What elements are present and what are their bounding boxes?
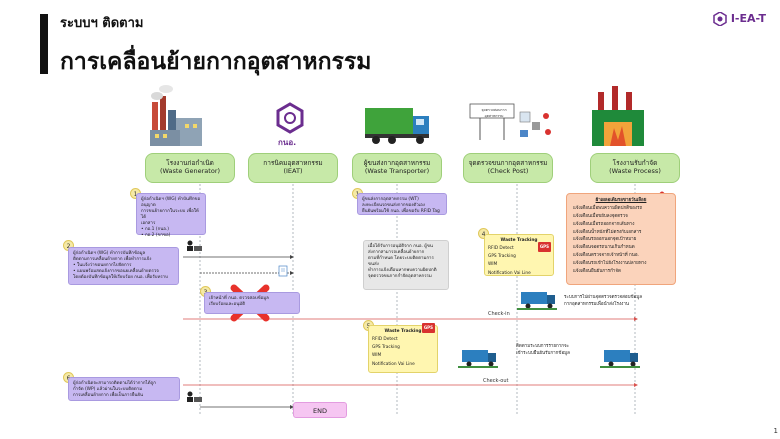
alert-item: แจ้งเตือนเมื่อรถออกจากเส้นทาง [573, 221, 635, 227]
info-line: กากอุตสาหกรรมเพื่อนำส่งโรงงาน [564, 302, 629, 308]
note-line: • กอ.2 (ขาขอ) [141, 232, 171, 238]
note-line: ผู้ขนส่งกากอุตสาหกรรม (WT) [362, 197, 419, 202]
logo-text: I-EA-T [730, 12, 766, 25]
lane-th: โรงงานรับกำจัด [612, 159, 658, 167]
checkpost-icon [469, 103, 551, 140]
lane-en: (Check Post) [487, 167, 529, 176]
note-line: เอกสาร [141, 220, 156, 226]
note-line: • ในแจ้งว่าขอนยกากไปจัดการ [73, 262, 132, 268]
tracking-title: Waste Tracking [384, 329, 422, 334]
note-line: กำจัด (WP) แล้วผ่านในระบบติดตาม [73, 386, 143, 392]
document-icon [278, 265, 288, 277]
note-line: ส่งกากสามารถเคลื่อนย้ายกาก [368, 249, 425, 255]
alert-list-title: ผ้าเผลอเดิมรอขายวันเลือย [595, 198, 647, 203]
note-line: ผู้ก่อกำเนิดฯ (WG) ทำบันทึกขออนุญาต [141, 197, 201, 208]
note-line: ยืนยันพร้อมใช้ กนอ. เพื่อขอรับ RFID Tag [362, 208, 440, 214]
alert-list-panel: ผ้าเผลอเดิมรอขายวันเลือย แจ้งเตือนเมื่อพ… [566, 193, 676, 285]
alert-item: แจ้งเตือนตรวจจากเจ้าหน้าที่ กนอ. [573, 253, 639, 259]
checkout-truck-icon-2 [600, 350, 640, 368]
note-step-3: เจ้าหน้าที่ กนอ. ตรวจสอบข้อมูล เรียบร้อย… [204, 292, 300, 314]
checkout-label: Check-out [483, 378, 509, 384]
lane-en: (IEAT) [283, 167, 303, 176]
alert-item: แจ้งเตือนน้ำหนักที่ไม่ตรงกับเอกสาร [573, 229, 642, 235]
note-line: การขนย้ายกากในระบบ เพื่อให้ได้ [141, 208, 199, 220]
tracking-title: Waste Tracking [500, 238, 538, 243]
info-line: ระบบการไปผ่านจุดตรวจตรวจสอบข้อมูล [564, 295, 642, 300]
info-line: เข้าระบบยืนยันรับกากข้อมูล [516, 351, 570, 357]
factory-icon [150, 85, 202, 146]
note-line: ตามที่กำหนด โดยระบบติดตามการขนส่ง [368, 255, 434, 267]
tracking-item: RFID Detect [372, 337, 398, 343]
alert-item: แจ้งเตือนรถออกนอกจุดเป้าหมาย [573, 237, 637, 243]
incinerator-icon [592, 86, 644, 146]
ieat-org-logo: กนอ. [276, 102, 304, 147]
note-step-1: ผู้ก่อกำเนิดฯ (WG) ทำบันทึกขออนุญาต การข… [136, 193, 206, 238]
note-transporter-register: ผู้ขนส่งกากอุตสาหกรรม (WT) ลงทะเบียนรถขน… [357, 193, 447, 215]
note-line: ผู้ก่อกำเนิดจะสามารถติดตามได้ว่ากากได้ถู… [73, 381, 156, 386]
lane-en: (Waste Process) [609, 167, 661, 176]
note-transporter-move: เมื่อได้รับการอนุมัติจาก กนอ. ผู้ขน ส่งก… [363, 240, 449, 290]
truck-icon [365, 108, 429, 144]
person-desk-icon-1 [187, 240, 202, 251]
alert-item: แจ้งเตือนรถเข้าไปยังโรงงานปลายทาง [573, 261, 647, 266]
gps-badge: GPS [537, 242, 551, 252]
lane-th: โรงงานก่อกำเนิด [166, 159, 214, 167]
lane-header-generator: โรงงานก่อกำเนิด (Waste Generator) [145, 153, 235, 183]
lane-th: จุดตรวจขนกากอุตสาหกรรม [468, 159, 548, 167]
note-line: ผู้ก่อกำเนิดฯ (WG) ทำการบันทึกข้อมูล [73, 251, 146, 256]
note-line: ลงทะเบียนรถขนส่งกากของตัวเอง [362, 202, 425, 208]
note-line: • กอ.1 (กนอ.) [141, 226, 169, 232]
alert-item: แจ้งเตือนเมื่อขยับลงจุดตรวจ [573, 213, 628, 219]
note-line: โดยต้องบันทึกข้อมูลให้เรียบร้อย กนอ. เพื… [73, 274, 168, 280]
svg-text:กนอ.: กนอ. [278, 138, 296, 147]
note-step-6: ผู้ก่อกำเนิดจะสามารถติดตามได้ว่ากากได้ถู… [68, 377, 180, 401]
tracking-item: GPS Tracking [372, 345, 400, 351]
lane-header-transporter: ผู้ขนส่งกากอุตสาหกรรม (Waste Transporter… [352, 153, 442, 183]
gps-badge: GPS [421, 323, 435, 333]
note-line: เจ้าหน้าที่ กนอ. ตรวจสอบข้อมูล [209, 296, 269, 301]
tracking-item: WIM [372, 353, 382, 359]
note-line: เมื่อได้รับการอนุมัติจาก กนอ. ผู้ขน [368, 244, 433, 249]
tracking-box-checkpost: Waste Tracking RFID Detect GPS Tracking … [484, 234, 554, 276]
alert-item: แจ้งเตือนจอดรถนานเกินกำหนด [573, 245, 635, 251]
note-line: การเคลื่อนย้ายกาก เพื่อเป็นการยืนยัน [73, 392, 143, 398]
page-number: 1 [773, 427, 778, 435]
lane-header-ieat: การนิคมอุตสาหกรรม (IEAT) [248, 153, 338, 183]
lane-en: (Waste Generator) [159, 167, 221, 176]
lane-th: การนิคมอุตสาหกรรม [263, 159, 323, 167]
page-title: การเคลื่อนย้ายกากอุตสาหกรรม [60, 49, 372, 75]
tracking-item: GPS Tracking [488, 254, 516, 260]
note-line: เรียบร้อยและอนุมัติ [209, 301, 246, 307]
checkin-info-text: ระบบการไปผ่านจุดตรวจตรวจสอบข้อมูล กากอุต… [564, 294, 644, 308]
checkin-label: Check-in [488, 311, 510, 317]
checkpost-sign-text: จุดตรวจสอบกากอุตสาหกรรม [481, 108, 507, 118]
checkout-info-text: ติดตามระบบการรายกากจะ เข้าระบบยืนยันรับก… [516, 343, 588, 357]
title-accent-bar [40, 14, 48, 74]
lane-header-checkpost: จุดตรวจขนกากอุตสาหกรรม (Check Post) [463, 153, 553, 183]
note-line: ทำการแจ้งเตือนหากพบความผิดปกติ [368, 267, 437, 273]
note-line: ติดตามการเคลื่อนย้ายกาก เพื่อทำการแจ้ง [73, 256, 152, 262]
tracking-item: RFID Detect [488, 246, 514, 252]
person-desk-icon-2 [187, 391, 202, 402]
alert-item: แจ้งเตือนเมื่อพบความผิดปกติของรถ [573, 205, 643, 211]
tracking-item: WIM [488, 262, 498, 268]
checkout-truck-icon-1 [458, 350, 498, 368]
lane-th: ผู้ขนส่งกากอุตสาหกรรม [363, 159, 431, 167]
checkin-truck-icon [517, 292, 557, 310]
alert-item: แจ้งเตือนยืนยันการกำจัด [573, 268, 621, 274]
note-line: • แผนพร้อมสดแจ้งกากขอนยเคลื่อนย้ายตรวจ [73, 268, 159, 274]
end-node: END [293, 402, 347, 418]
tracking-item: Notification Vai Line [372, 361, 415, 367]
tracking-box-transporter: Waste Tracking RFID Detect GPS Tracking … [368, 323, 438, 373]
page-subtitle: ระบบฯ ติดตาม [60, 16, 144, 31]
tracking-item: Notification Vai Line [488, 270, 531, 276]
lane-en: (Waste Transporter) [364, 167, 430, 176]
note-step-2: ผู้ก่อกำเนิดฯ (WG) ทำการบันทึกข้อมูล ติด… [68, 247, 179, 285]
lane-header-process: โรงงานรับกำจัด (Waste Process) [590, 153, 680, 183]
info-line: ติดตามระบบการรายกากจะ [516, 344, 570, 349]
step-4-badge: 4 [478, 228, 489, 239]
note-line: จุดตรวจขนกากกำจัดอุตสาหกรรม [368, 273, 432, 279]
